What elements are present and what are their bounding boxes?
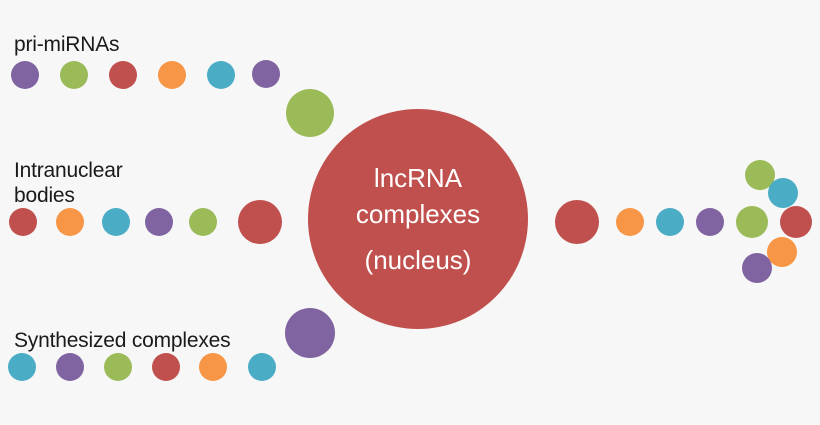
hub-text-line2: complexes xyxy=(355,199,481,229)
hub-text-line1: lncRNA xyxy=(373,163,463,193)
molecule-circle-purple xyxy=(56,353,84,381)
molecule-circle-orange xyxy=(56,208,84,236)
molecule-circle-blue xyxy=(102,208,130,236)
molecule-circle-blue xyxy=(768,178,798,208)
molecule-circle-green xyxy=(189,208,217,236)
label-pri-mirnas: pri-miRNAs xyxy=(14,33,120,56)
molecule-circle-purple xyxy=(11,61,39,89)
molecule-circle-green xyxy=(736,206,768,238)
molecule-circle-blue xyxy=(8,353,36,381)
molecule-circle-red xyxy=(152,353,180,381)
molecule-circle-purple xyxy=(285,308,335,358)
molecule-circle-orange xyxy=(616,208,644,236)
molecule-circle-blue xyxy=(248,353,276,381)
molecule-circle-purple xyxy=(252,60,280,88)
molecule-circle-blue xyxy=(207,61,235,89)
molecule-circle-red xyxy=(780,206,812,238)
molecule-circle-green xyxy=(286,89,334,137)
molecule-circle-green xyxy=(60,61,88,89)
molecule-circle-red xyxy=(109,61,137,89)
molecule-circle-purple xyxy=(145,208,173,236)
molecule-circle-purple xyxy=(696,208,724,236)
label-synthesized-complexes: Synthesized complexes xyxy=(14,329,231,352)
molecule-circle-orange xyxy=(767,237,797,267)
molecule-circle-blue xyxy=(656,208,684,236)
lncrna-complexes-hub: lncRNA complexes (nucleus) xyxy=(308,109,528,329)
molecule-circle-red xyxy=(555,200,599,244)
molecule-circle-purple xyxy=(742,253,772,283)
molecule-circle-orange xyxy=(199,353,227,381)
hub-text-line3: (nucleus) xyxy=(364,245,472,275)
molecule-circle-red xyxy=(9,208,37,236)
label-intranuclear-bodies-line2: bodies xyxy=(14,184,75,207)
molecule-circle-orange xyxy=(158,61,186,89)
molecule-circle-red xyxy=(238,200,282,244)
label-intranuclear-bodies-line1: Intranuclear xyxy=(14,159,123,182)
molecule-circle-green xyxy=(104,353,132,381)
